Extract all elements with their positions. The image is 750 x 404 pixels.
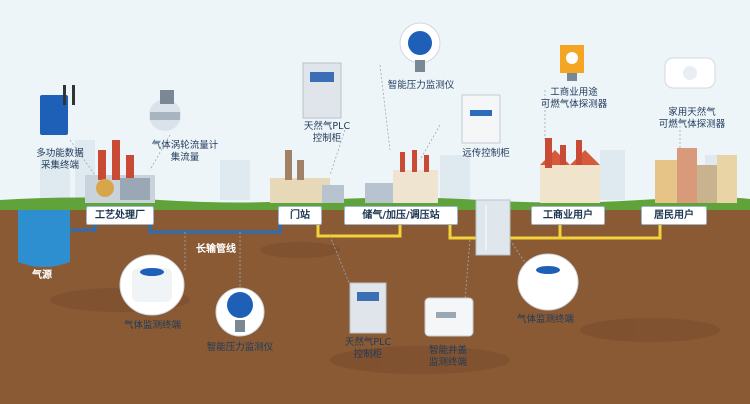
remote-cabinet-device	[461, 94, 501, 144]
station-storage: 储气/加压/调压站	[344, 206, 458, 225]
storage-station-buildings	[365, 150, 438, 203]
station-gate: 门站	[278, 206, 322, 225]
process-plant-factory	[85, 140, 155, 203]
gas-source-label: 气源	[32, 270, 52, 281]
vortex-flowmeter-device	[149, 90, 181, 131]
station-industrial-user: 工商业用户	[531, 206, 605, 225]
pressure-monitor-top-device	[399, 22, 441, 72]
gate-station-factory	[270, 150, 344, 203]
pressure-monitor-bottom-device	[215, 287, 265, 337]
remote-cabinet-label: 远传控制柜	[462, 148, 510, 159]
data-terminal-device	[40, 85, 75, 135]
resident-buildings	[655, 148, 737, 203]
gas-terminal-left-label: 气体监测终端	[123, 320, 181, 331]
industrial-user-factory	[540, 138, 600, 203]
pressure-top-label: 智能压力监测仪	[387, 80, 455, 91]
manhole-shaft	[475, 199, 511, 256]
home-detector-device	[664, 57, 716, 89]
vortex-meter-label: 气体涡轮流量计集流量	[151, 140, 219, 163]
gas-terminal-right-label: 气体监测终端	[516, 314, 574, 325]
multi-terminal-label: 多功能数据采集终端	[36, 148, 84, 171]
manhole-terminal-device	[424, 297, 474, 337]
gas-terminal-right-device	[517, 253, 579, 311]
industrial-detector-label: 工商业用途可燃气体探测器	[540, 87, 608, 110]
plc-cabinet-bottom-device	[349, 282, 387, 334]
station-process-plant: 工艺处理厂	[86, 206, 154, 225]
plc-cabinet-top-device	[302, 62, 342, 119]
manhole-terminal-label: 智能井盖监测终端	[428, 345, 467, 368]
pressure-bottom-label: 智能压力监测仪	[206, 342, 274, 353]
industrial-detector-device	[560, 45, 584, 81]
gas-source-reservoir	[18, 210, 70, 267]
gas-terminal-left-device	[119, 254, 185, 316]
home-detector-label: 家用天然气可燃气体探测器	[658, 107, 726, 130]
long-pipeline-label: 长输管线	[196, 244, 236, 255]
station-resident-user: 居民用户	[641, 206, 707, 225]
